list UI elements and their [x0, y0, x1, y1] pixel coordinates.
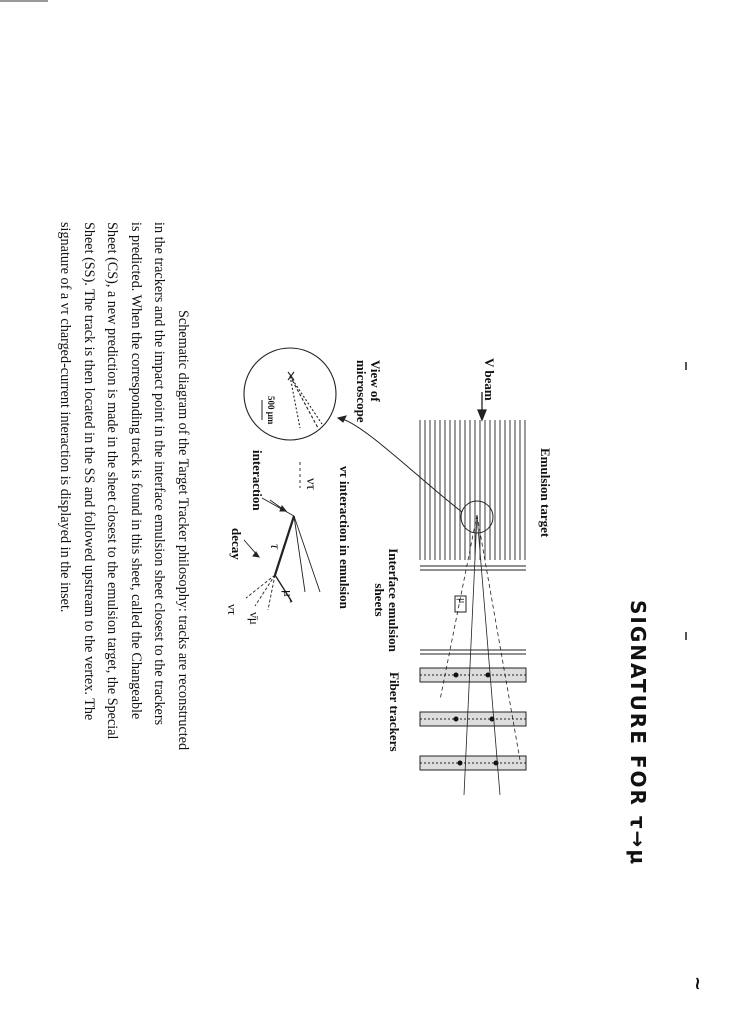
figure-caption: Schematic diagram of the Target Tracker … — [53, 222, 194, 750]
microscope-view — [243, 347, 337, 441]
caption-line: Sheet (CS), a new prediction is made in … — [104, 222, 121, 740]
caption-line: signature of a ντ charged-current intera… — [57, 222, 74, 613]
scan-mark — [0, 0, 48, 2]
label-emulsion-target: Emulsion target — [538, 448, 553, 538]
scan-mark — [685, 632, 687, 640]
hit-dots — [453, 672, 499, 766]
interaction-inset — [243, 462, 321, 611]
fiber-tracker-planes — [419, 667, 527, 771]
label-nu-tau-out: ντ — [225, 604, 240, 616]
emulsion-target-sheets — [419, 420, 526, 560]
label-interaction: interaction — [250, 450, 265, 511]
label-interaction-in-emulsion: ντ interaction in emulsion — [337, 466, 352, 609]
label-interface-emulsion-sheets: Interface emulsion sheets — [372, 548, 401, 652]
caption-line: in the trackers and the impact point in … — [151, 222, 168, 726]
caption-line: Sheet (SS). The track is then located in… — [81, 222, 97, 721]
caption-line: Schematic diagram of the Target Tracker … — [175, 310, 191, 751]
interface-emulsion-sheets — [420, 565, 526, 655]
mu-box — [454, 595, 467, 613]
label-mu-box: μ — [456, 598, 467, 604]
caption-line: is predicted. When the corresponding tra… — [128, 222, 144, 720]
beam-arrow — [477, 392, 487, 422]
label-tau: τ — [267, 544, 282, 550]
label-scale: 500 μm — [266, 396, 276, 425]
label-view-of-microscope: View of microscope — [354, 360, 383, 423]
zoom-connector — [336, 415, 494, 534]
label-nu-mu-bar: ν̄μ — [247, 612, 262, 625]
label-nu-tau: ντ — [303, 478, 318, 490]
label-mu: μ⁻ — [281, 590, 296, 604]
label-decay: decay — [229, 528, 244, 560]
scan-mark — [685, 362, 687, 370]
label-v-beam: V beam — [482, 358, 497, 401]
label-fiber-trackers: Fiber trackers — [387, 672, 402, 752]
reconstructed-tracks — [439, 514, 521, 796]
